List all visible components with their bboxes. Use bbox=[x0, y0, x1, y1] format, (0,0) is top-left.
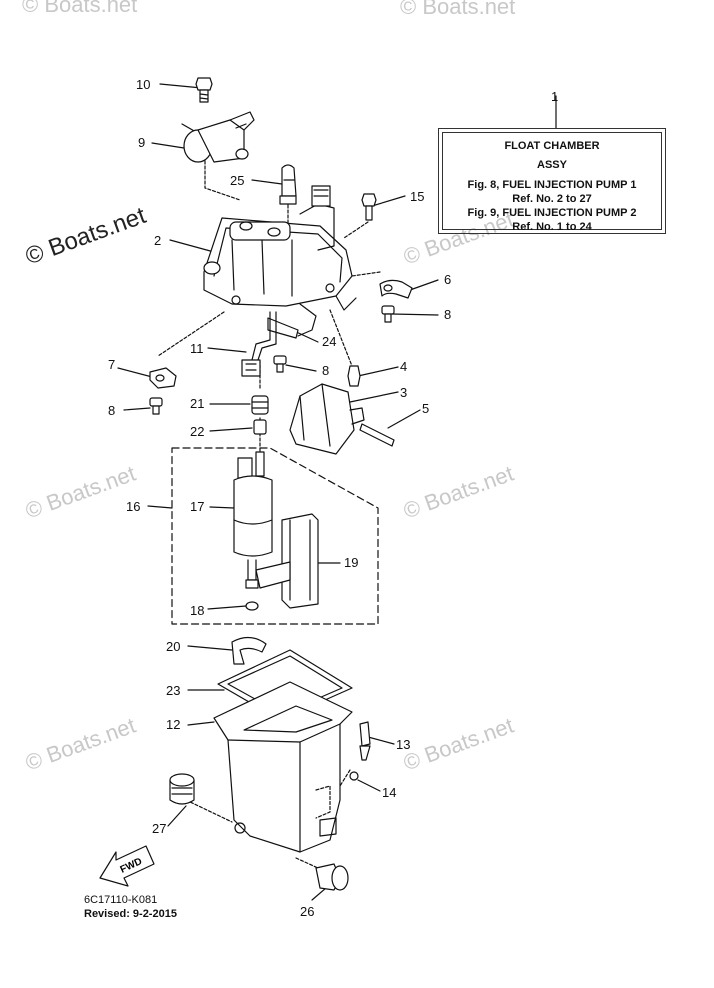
callout-14: 14 bbox=[382, 785, 397, 800]
retainer-20 bbox=[231, 636, 267, 665]
lead-11 bbox=[241, 303, 317, 377]
callout-24: 24 bbox=[322, 334, 337, 349]
callout-17: 17 bbox=[190, 499, 205, 514]
grommet-27 bbox=[169, 773, 195, 805]
title-line-5: Fig. 9, FUEL INJECTION PUMP 2 bbox=[467, 207, 637, 219]
pin-5 bbox=[359, 423, 395, 447]
title-box-inner: FLOAT CHAMBER ASSY Fig. 8, FUEL INJECTIO… bbox=[442, 132, 662, 233]
screw-8c bbox=[149, 397, 163, 415]
clip-18 bbox=[245, 601, 259, 611]
fwd-arrow-icon bbox=[99, 845, 155, 887]
plate-7 bbox=[149, 367, 177, 389]
callout-12: 12 bbox=[166, 717, 181, 732]
callout-18: 18 bbox=[190, 603, 205, 618]
callout-16: 16 bbox=[126, 499, 141, 514]
revision-date: Revised: 9-2-2015 bbox=[84, 908, 177, 920]
callout-15: 15 bbox=[410, 189, 425, 204]
float-chamber-12 bbox=[213, 681, 353, 853]
title-line-4: Ref. No. 2 to 27 bbox=[512, 193, 592, 205]
callout-10: 10 bbox=[136, 77, 151, 92]
callout-2: 2 bbox=[154, 233, 162, 248]
screw-13 bbox=[359, 721, 371, 761]
callout-8: 8 bbox=[108, 403, 116, 418]
callout-3: 3 bbox=[400, 385, 408, 400]
damper-21 bbox=[251, 395, 269, 415]
pressure-regulator-9 bbox=[181, 111, 255, 163]
title-line-1: FLOAT CHAMBER bbox=[504, 140, 600, 152]
title-box: FLOAT CHAMBER ASSY Fig. 8, FUEL INJECTIO… bbox=[438, 128, 666, 234]
diagram-code: 6C17110-K081 bbox=[84, 894, 158, 906]
callout-21: 21 bbox=[190, 396, 205, 411]
o-ring-14 bbox=[349, 771, 359, 781]
bolt-10 bbox=[195, 77, 213, 103]
screw-8a bbox=[381, 305, 395, 323]
pump-group-16 bbox=[171, 447, 379, 625]
screw-8b bbox=[273, 355, 287, 373]
callout-27: 27 bbox=[152, 821, 167, 836]
title-line-3: Fig. 8, FUEL INJECTION PUMP 1 bbox=[467, 179, 637, 191]
watermark: © Boats.net bbox=[400, 0, 516, 19]
callout-9: 9 bbox=[138, 135, 146, 150]
filter-19 bbox=[255, 513, 319, 609]
body-2 bbox=[203, 185, 357, 311]
title-line-6: Ref. No. 1 to 24 bbox=[512, 221, 592, 233]
callout-4: 4 bbox=[400, 359, 408, 374]
callout-13: 13 bbox=[396, 737, 411, 752]
watermark: © Boats.net bbox=[22, 0, 138, 17]
callout-19: 19 bbox=[344, 555, 359, 570]
callout-11: 11 bbox=[190, 341, 204, 356]
callout-7: 7 bbox=[108, 357, 116, 372]
callout-8: 8 bbox=[444, 307, 452, 322]
callout-26: 26 bbox=[300, 904, 315, 919]
callout-1: 1 bbox=[551, 89, 559, 104]
callout-23: 23 bbox=[166, 683, 181, 698]
title-line-2: ASSY bbox=[537, 159, 567, 171]
callout-5: 5 bbox=[422, 401, 430, 416]
clamp-6 bbox=[379, 279, 413, 299]
callout-22: 22 bbox=[190, 424, 205, 439]
callout-25: 25 bbox=[230, 173, 245, 188]
collar-22 bbox=[253, 419, 267, 435]
nipple-25 bbox=[279, 164, 297, 205]
callout-6: 6 bbox=[444, 272, 452, 287]
callout-8: 8 bbox=[322, 363, 330, 378]
screw-15 bbox=[361, 193, 377, 221]
cover-3 bbox=[289, 383, 365, 455]
clamp-24 bbox=[267, 317, 299, 339]
callout-20: 20 bbox=[166, 639, 181, 654]
fuel-pump-17 bbox=[233, 451, 273, 589]
plug-26 bbox=[315, 863, 349, 891]
fitting-4 bbox=[347, 365, 361, 387]
